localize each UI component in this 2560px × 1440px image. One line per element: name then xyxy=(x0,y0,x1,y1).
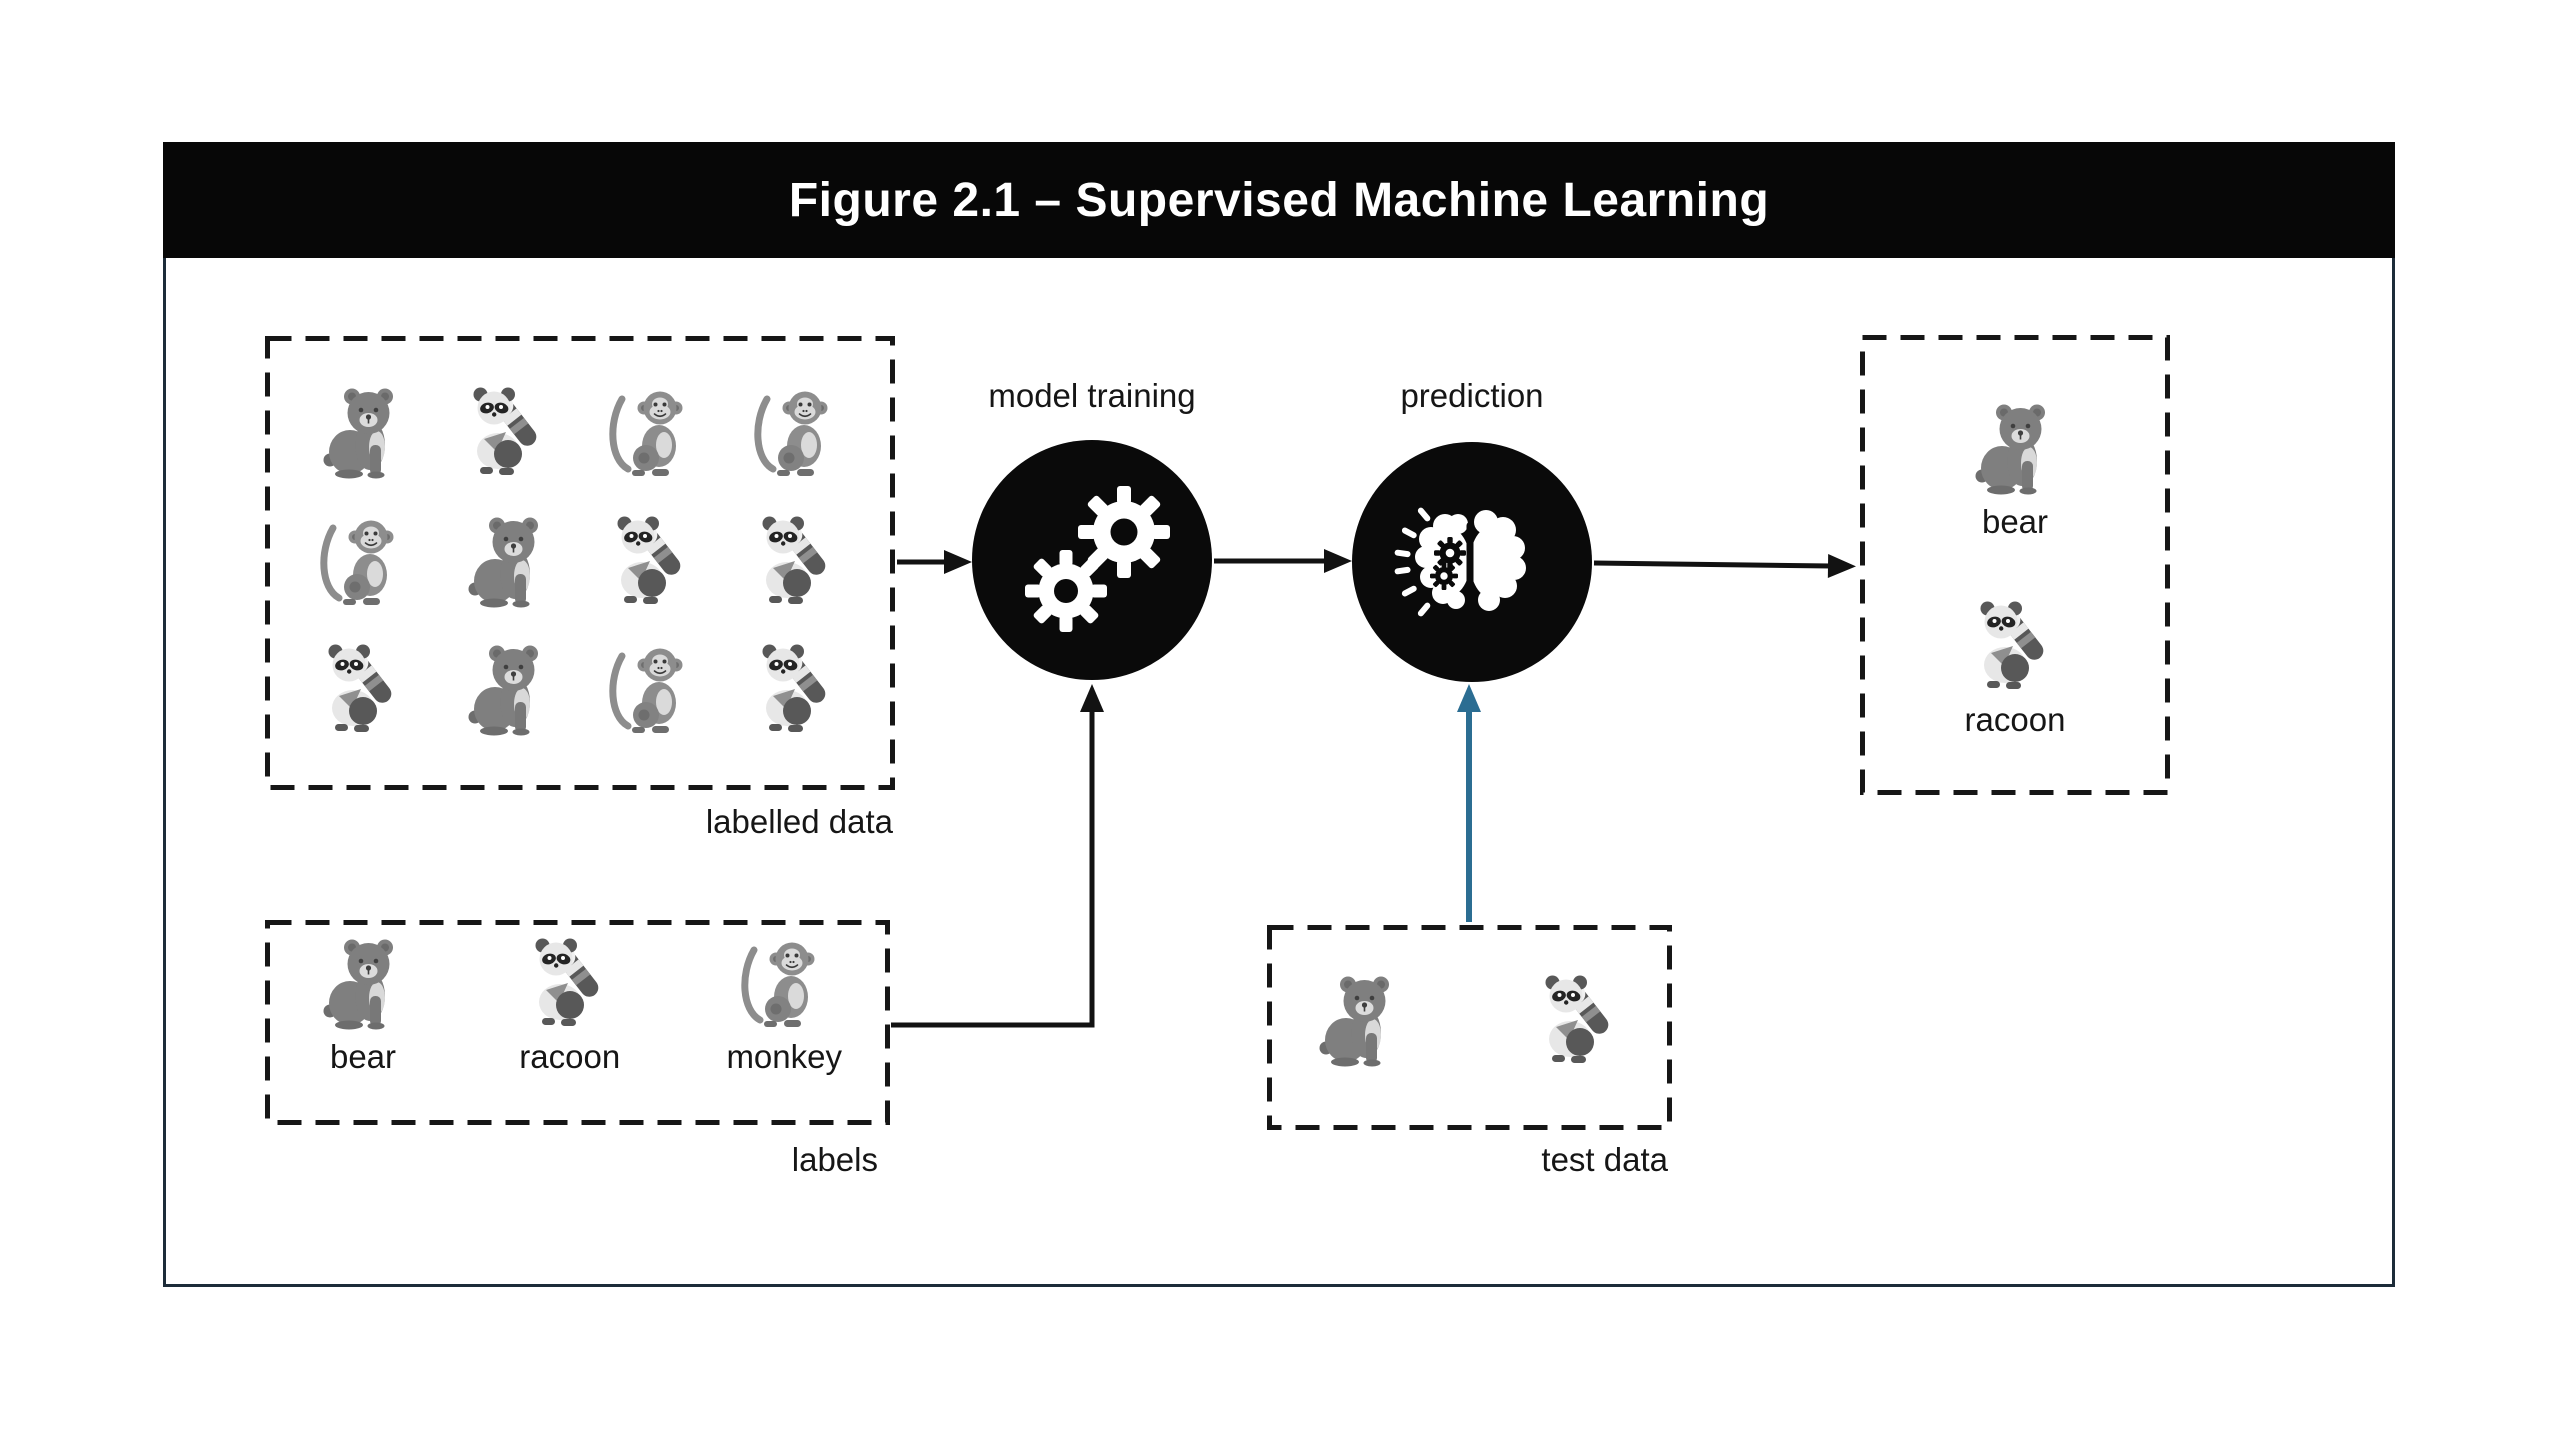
labels-caption: labels xyxy=(791,1141,878,1178)
prediction-node xyxy=(1352,442,1592,682)
output-item-racoon: racoon xyxy=(1964,597,2066,739)
bear-icon xyxy=(1965,399,2065,499)
animal-name-label: racoon xyxy=(1964,701,2066,738)
racoon-icon xyxy=(458,383,558,483)
racoon-icon xyxy=(1530,971,1630,1071)
test-data-caption: test data xyxy=(1541,1141,1668,1178)
racoon-icon xyxy=(602,512,702,612)
racoon-icon xyxy=(313,640,413,740)
bear-icon xyxy=(458,640,558,740)
labels-items: bear racoon monkey xyxy=(265,920,890,1125)
animal-name-label: monkey xyxy=(726,1038,842,1075)
racoon-icon xyxy=(520,934,620,1034)
model-training-label: model training xyxy=(988,377,1196,414)
bear-icon xyxy=(458,512,558,612)
racoon-icon xyxy=(747,640,847,740)
output-item-bear: bear xyxy=(1965,399,2065,541)
label-item-bear: bear xyxy=(313,934,413,1125)
labelled-data-caption: labelled data xyxy=(705,803,893,840)
label-item-racoon: racoon xyxy=(519,934,620,1125)
bear-icon xyxy=(313,383,413,483)
gears-icon xyxy=(1025,486,1170,632)
label-item-monkey: monkey xyxy=(726,934,842,1125)
model-training-node xyxy=(972,440,1212,680)
animal-name-label: bear xyxy=(1981,503,2049,540)
test-data-items xyxy=(1267,925,1672,1130)
animal-name-label: racoon xyxy=(519,1038,621,1075)
racoon-icon xyxy=(1965,597,2065,697)
bear-icon xyxy=(313,934,413,1034)
monkey-icon xyxy=(602,383,702,483)
prediction-label: prediction xyxy=(1400,377,1544,414)
output-items: bear racoon xyxy=(1860,335,2170,795)
monkey-icon xyxy=(747,383,847,483)
monkey-icon xyxy=(313,512,413,612)
labelled-data-grid xyxy=(265,336,895,787)
figure-title: Figure 2.1 – Supervised Machine Learning xyxy=(788,173,1770,227)
racoon-icon xyxy=(747,512,847,612)
monkey-icon xyxy=(734,934,834,1034)
bear-icon xyxy=(1309,971,1409,1071)
monkey-icon xyxy=(602,640,702,740)
brain-gears-icon xyxy=(1394,507,1526,617)
title-bar: Figure 2.1 – Supervised Machine Learning xyxy=(163,142,2395,258)
animal-name-label: bear xyxy=(329,1038,397,1075)
